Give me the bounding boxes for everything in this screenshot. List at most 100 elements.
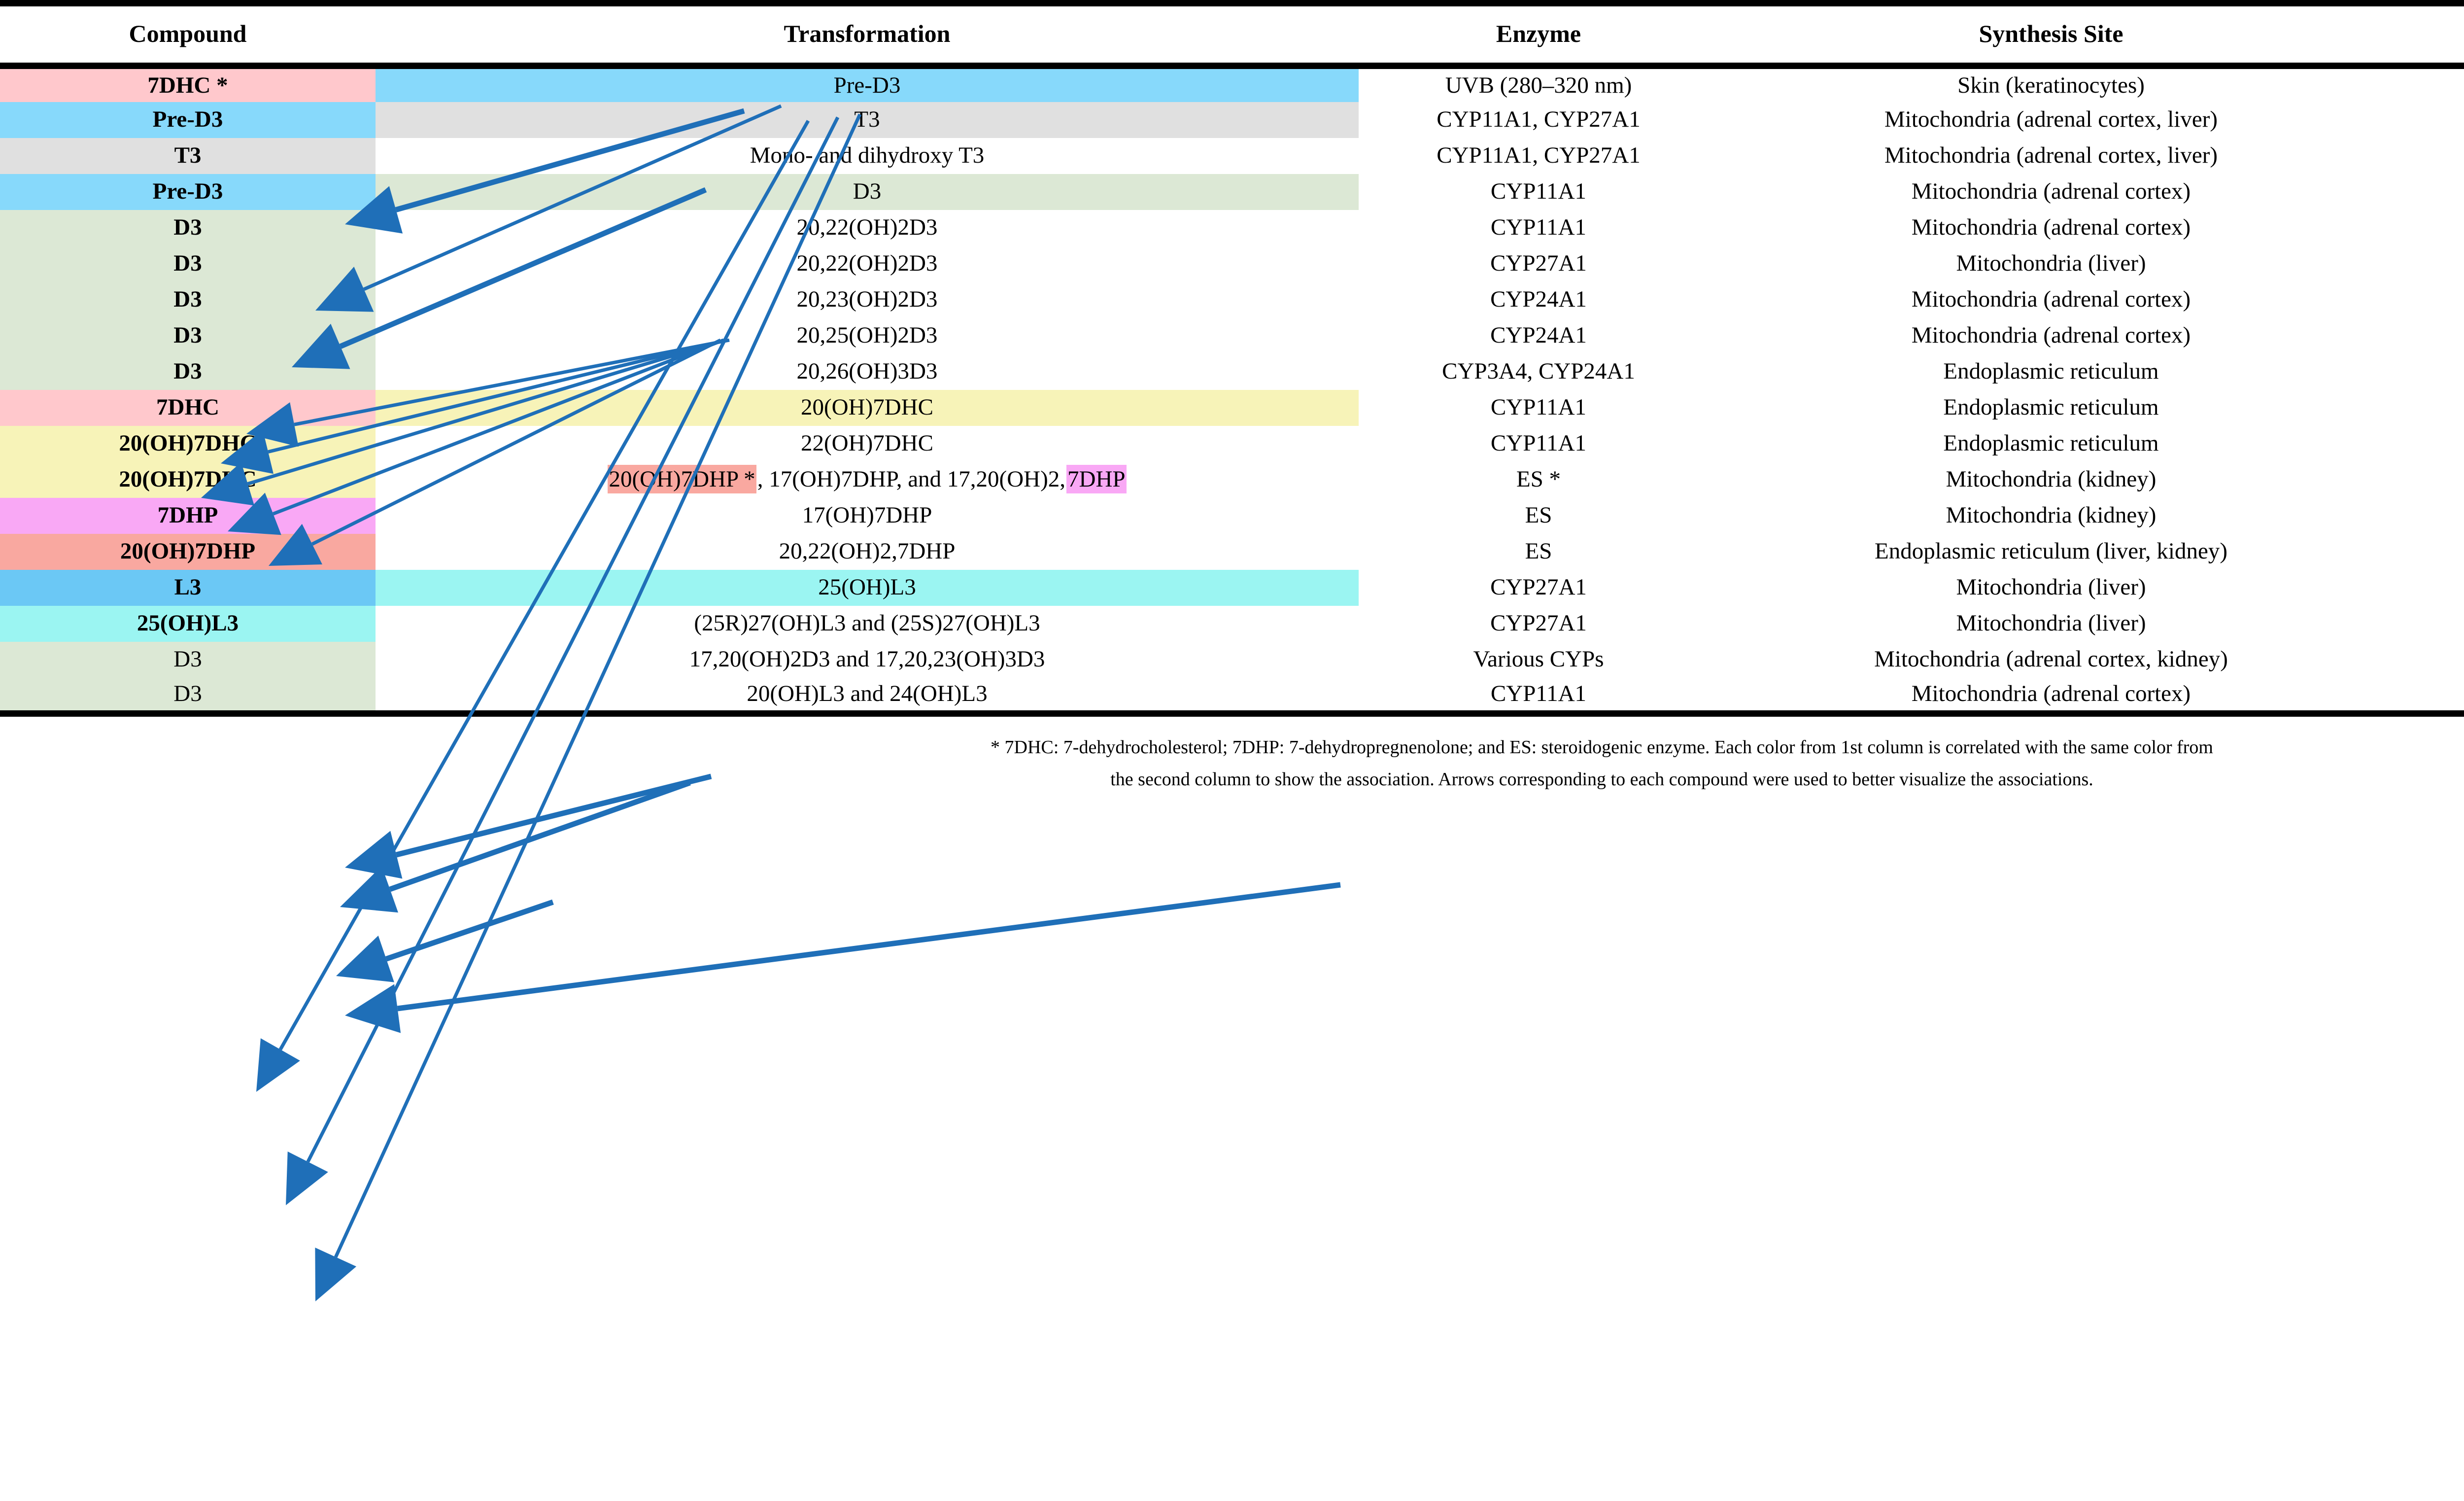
cell-notes: Converts to mono- and dihydroxy T3 [2384,102,2464,138]
cell-transformation: 20,26(OH)3D3 [376,353,1359,390]
cell-notes: Intermediate product [2384,174,2464,210]
cell-synthesis-site: Mitochondria (adrenal cortex) [1718,174,2384,210]
cell-enzyme: ES [1359,497,1718,534]
cell-transformation: 20,22(OH)2D3 [376,209,1359,246]
cell-synthesis-site: Mitochondria (liver) [1718,569,2384,606]
cell-compound: D3 [0,353,376,390]
cell-enzyme: CYP11A1 [1359,174,1718,210]
cell-synthesis-site: Skin (keratinocytes) [1718,66,2384,102]
cell-transformation: 20(OH)7DHC [376,389,1359,426]
header-row: Compound Transformation Enzyme Synthesis… [0,0,2464,69]
cell-synthesis-site: Mitochondria (kidney) [1718,497,2384,534]
cell-transformation: 20(OH)L3 and 24(OH)L3 [376,677,1359,717]
cell-notes: Hydroxylation [2384,425,2464,462]
cell-transformation: 22(OH)7DHC [376,425,1359,462]
cell-transformation: 20,22(OH)2,7DHP [376,533,1359,570]
cell-synthesis-site: Mitochondria (adrenal cortex) [1718,281,2384,318]
column-header-compound: Compound [0,0,376,69]
cell-notes: Converts under UVB radiation [2384,66,2464,102]
cell-compound: 7DHC * [0,66,376,102]
cell-enzyme: CYP24A1 [1359,317,1718,354]
cell-compound: 20(OH)7DHC [0,425,376,462]
cell-notes: Multistep hydroxylation [2384,245,2464,282]
cell-compound: D3 [0,677,376,717]
cell-compound: 20(OH)7DHP [0,533,376,570]
cell-enzyme: UVB (280–320 nm) [1359,66,1718,102]
cell-compound: D3 [0,641,376,678]
cell-enzyme: CYP27A1 [1359,245,1718,282]
cell-notes: Hydroxylation [2384,389,2464,426]
cell-notes: Enzymatic transformation [2384,461,2464,498]
cell-enzyme: CYP11A1, CYP27A1 [1359,138,1718,174]
footnote-line-1: * 7DHC: 7-dehydrocholesterol; 7DHP: 7-de… [991,737,2213,758]
cell-synthesis-site: Mitochondria (adrenal cortex) [1718,677,2384,717]
cell-notes: Multistep hydroxylation [2384,281,2464,318]
cell-notes: Hydroxylation [2384,569,2464,606]
cell-synthesis-site: Mitochondria (liver) [1718,605,2384,642]
cell-compound: D3 [0,317,376,354]
cell-synthesis-site: Endoplasmic reticulum [1718,425,2384,462]
cell-synthesis-site: Mitochondria (adrenal cortex) [1718,317,2384,354]
table-container: Compound Transformation Enzyme Synthesis… [0,0,2464,801]
cell-compound: L3 [0,569,376,606]
cell-notes: Stereoisomer products [2384,605,2464,642]
cell-synthesis-site: Endoplasmic reticulum [1718,389,2384,426]
cell-notes: Hydroxylation [2384,677,2464,717]
cell-transformation: T3 [376,102,1359,138]
cell-compound: Pre-D3 [0,102,376,138]
footnote-line-2: the second column to show the associatio… [1110,769,2093,790]
cell-compound: 7DHP [0,497,376,534]
transformation-segment: , 17(OH)7DHP, and 17,20(OH)2, [757,466,1065,492]
cell-notes: Multistep hydroxylation [2384,353,2464,390]
cell-synthesis-site: Mitochondria (adrenal cortex, kidney) [1718,641,2384,678]
cell-compound: D3 [0,281,376,318]
cell-transformation: 20,22(OH)2D3 [376,245,1359,282]
cell-enzyme: CYP27A1 [1359,569,1718,606]
cell-compound: 20(OH)7DHC [0,461,376,498]
cell-synthesis-site: Mitochondria (adrenal cortex, liver) [1718,102,2384,138]
compound-transformation-table: Compound Transformation Enzyme Synthesis… [0,0,2464,801]
column-header-synthesis-site: Synthesis Site [1718,0,2384,69]
cell-enzyme: CYP11A1, CYP27A1 [1359,102,1718,138]
cell-notes: Complex hydroxylation [2384,641,2464,678]
cell-transformation: D3 [376,174,1359,210]
cell-enzyme: CYP11A1 [1359,425,1718,462]
cell-transformation: 20,25(OH)2D3 [376,317,1359,354]
cell-transformation: Pre-D3 [376,66,1359,102]
cell-transformation: (25R)27(OH)L3 and (25S)27(OH)L3 [376,605,1359,642]
table-header: Compound Transformation Enzyme Synthesis… [0,0,2464,69]
cell-transformation: 20,23(OH)2D3 [376,281,1359,318]
cell-enzyme: CYP11A1 [1359,209,1718,246]
cell-notes: Multistep hydroxylation [2384,317,2464,354]
cell-transformation: 17,20(OH)2D3 and 17,20,23(OH)3D3 [376,641,1359,678]
cell-compound: Pre-D3 [0,174,376,210]
column-header-notes: Notes [2384,0,2464,69]
footnote-row: * 7DHC: 7-dehydrocholesterol; 7DHP: 7-de… [0,713,2464,801]
cell-transformation: 20(OH)7DHP *, 17(OH)7DHP, and 17,20(OH)2… [376,461,1359,498]
column-header-enzyme: Enzyme [1359,0,1718,69]
cell-enzyme: CYP11A1 [1359,677,1718,717]
cell-transformation: Mono- and dihydroxy T3 [376,138,1359,174]
cell-notes: Hydroxylation [2384,497,2464,534]
cell-enzyme: Various CYPs [1359,641,1718,678]
cell-synthesis-site: Endoplasmic reticulum (liver, kidney) [1718,533,2384,570]
cell-synthesis-site: Mitochondria (adrenal cortex, liver) [1718,138,2384,174]
cell-compound: D3 [0,245,376,282]
footnote-cell: * 7DHC: 7-dehydrocholesterol; 7DHP: 7-de… [0,713,2464,801]
cell-notes: Multistep hydroxylation [2384,533,2464,570]
cell-synthesis-site: Endoplasmic reticulum [1718,353,2384,390]
